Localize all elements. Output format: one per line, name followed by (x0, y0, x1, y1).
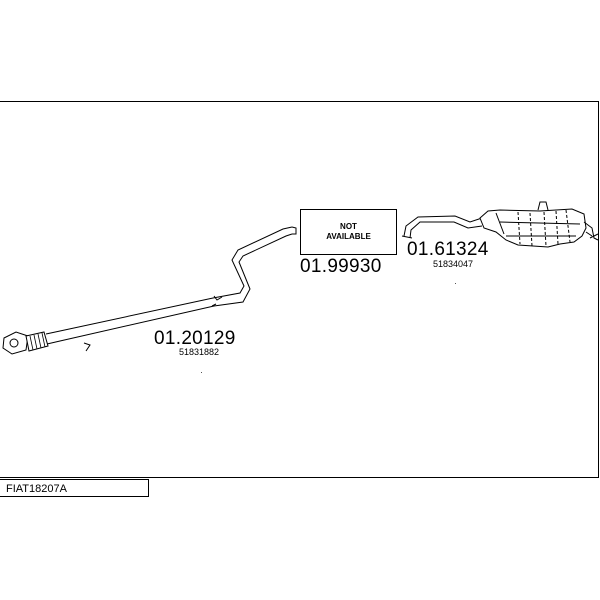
not-available-box: NOT AVAILABLE (300, 209, 397, 255)
part-number-front-pipe: 01.20129 (154, 328, 236, 349)
front-pipe-drawing[interactable] (2, 226, 297, 355)
dot-marker (201, 372, 202, 373)
model-code-box: FIAT18207A (0, 479, 149, 497)
not-available-line2: AVAILABLE (326, 232, 371, 241)
part-number-rear-muffler: 01.61324 (407, 239, 489, 260)
not-available-line1: NOT (340, 222, 357, 231)
dot-marker (455, 283, 456, 284)
model-code: FIAT18207A (6, 483, 67, 495)
oem-number-rear-muffler: 51834047 (433, 259, 474, 269)
rear-muffler-drawing[interactable] (401, 201, 599, 248)
oem-number-front-pipe: 51831882 (179, 347, 220, 357)
part-number-center-section: 01.99930 (300, 256, 382, 277)
diagram-frame (0, 101, 599, 478)
